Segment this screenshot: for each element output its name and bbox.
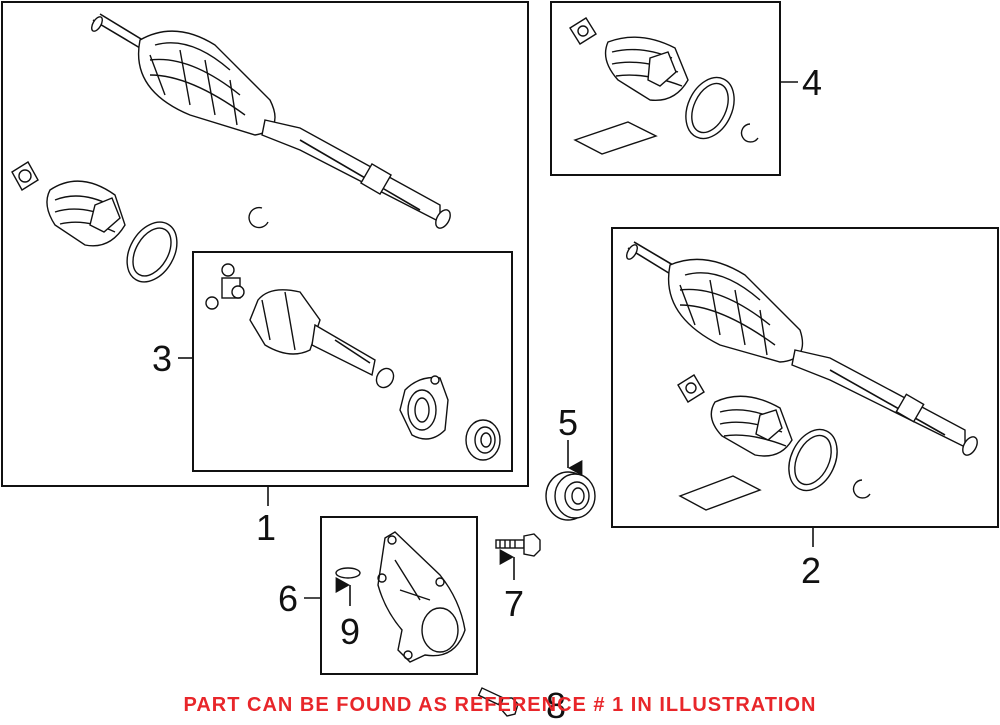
callout-7: 7 [504,583,524,624]
callout-9: 9 [340,611,360,652]
group-4-box: 4 [550,1,822,176]
group-2-box: 2 [611,227,999,591]
group-3-box: 3 [152,251,513,472]
callout-1: 1 [256,507,276,548]
callout-6: 6 [278,578,298,619]
boot-kit-1 [11,161,269,283]
callout-3: 3 [152,338,172,379]
bearing-bracket [399,375,449,440]
bolt-7: 7 [495,533,541,624]
bolt-8: 8 [477,685,566,725]
bearing-5: 5 [545,402,596,521]
reference-notice: PART CAN BE FOUND AS REFERENCE # 1 IN IL… [183,694,817,716]
boot-kit-2 [677,374,871,511]
axle-shaft-2 [626,241,978,456]
group-1-box: 1 [1,1,529,548]
seal-3 [465,419,501,461]
group-6-box: 9 6 [278,516,478,675]
callout-4: 4 [802,62,822,103]
axle-shaft-1 [91,13,451,229]
callout-2: 2 [801,550,821,591]
callout-5: 5 [558,402,578,443]
tripod-joint [205,263,245,310]
bearing-bracket-6 [377,531,466,663]
seal-ring-9 [335,567,361,606]
callout-8: 8 [546,685,566,725]
inner-joint-housing [249,289,395,389]
